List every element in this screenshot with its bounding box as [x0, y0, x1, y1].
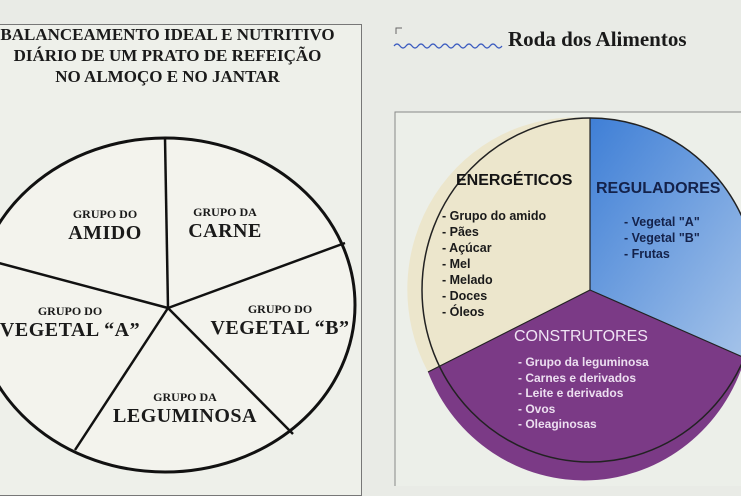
energeticos-list: - Grupo do amido - Pães - Açúcar - Mel -… [442, 208, 546, 320]
wheel-title: Roda dos Alimentos [508, 27, 687, 51]
plate-title: BALANCEAMENTO IDEAL E NUTRITIVO DIÁRIO D… [0, 24, 345, 87]
reguladores-title: REGULADORES [596, 180, 721, 197]
list-item: - Doces [442, 289, 488, 303]
segment-large-label: CARNE [188, 220, 262, 242]
list-item: - Mel [442, 257, 471, 271]
reguladores-list: - Vegetal "A" - Vegetal "B" - Frutas [624, 214, 700, 262]
construtores-title: CONSTRUTORES [514, 328, 648, 345]
list-item: - Ovos [518, 401, 556, 416]
diagram-shapes [0, 27, 741, 486]
list-item: - Óleos [442, 305, 485, 319]
segment-leguminosa: GRUPO DA LEGUMINOSA [105, 390, 265, 428]
list-item: - Carnes e derivados [518, 370, 637, 385]
segment-small-label: GRUPO DA [193, 205, 257, 219]
segment-vegetal-b: GRUPO DO VEGETAL “B” [200, 302, 360, 340]
plate-pie [0, 136, 357, 474]
segment-small-label: GRUPO DO [247, 302, 313, 316]
list-item: - Vegetal "B" [624, 231, 700, 245]
title-line: DIÁRIO DE UM PRATO DE REFEIÇÃO [13, 46, 322, 65]
list-item: - Grupo da leguminosa [518, 355, 649, 369]
list-item: - Oleaginosas [518, 417, 597, 431]
construtores-slice [428, 290, 741, 481]
list-item: - Pães [442, 225, 479, 239]
list-item: - Grupo do amido [442, 209, 547, 223]
food-wheel [407, 117, 741, 481]
spellcheck-underline [393, 43, 503, 49]
list-item: - Frutas [624, 247, 670, 261]
segment-large-label: AMIDO [68, 222, 142, 244]
list-item: - Leite e derivados [518, 386, 624, 400]
segment-small-label: GRUPO DA [153, 390, 217, 404]
list-item: - Açúcar [442, 241, 492, 255]
energeticos-title: ENERGÉTICOS [456, 172, 573, 189]
list-item: - Melado [442, 273, 493, 287]
segment-small-label: GRUPO DO [72, 207, 138, 221]
segment-carne: GRUPO DA CARNE [170, 205, 280, 243]
construtores-list: - Grupo da leguminosa - Carnes e derivad… [518, 355, 649, 433]
segment-small-label: GRUPO DO [37, 304, 103, 318]
list-item: - Vegetal "A" [624, 215, 700, 229]
reguladores-slice [590, 117, 741, 357]
segment-vegetal-a: GRUPO DO VEGETAL “A” [0, 304, 150, 342]
segment-large-label: LEGUMINOSA [113, 405, 257, 427]
segment-large-label: VEGETAL “A” [0, 319, 141, 341]
segment-large-label: VEGETAL “B” [210, 317, 350, 339]
title-line: BALANCEAMENTO IDEAL E NUTRITIVO [0, 25, 335, 44]
segment-amido: GRUPO DO AMIDO [40, 207, 170, 245]
energeticos-slice [407, 117, 590, 372]
title-line: NO ALMOÇO E NO JANTAR [55, 67, 280, 86]
